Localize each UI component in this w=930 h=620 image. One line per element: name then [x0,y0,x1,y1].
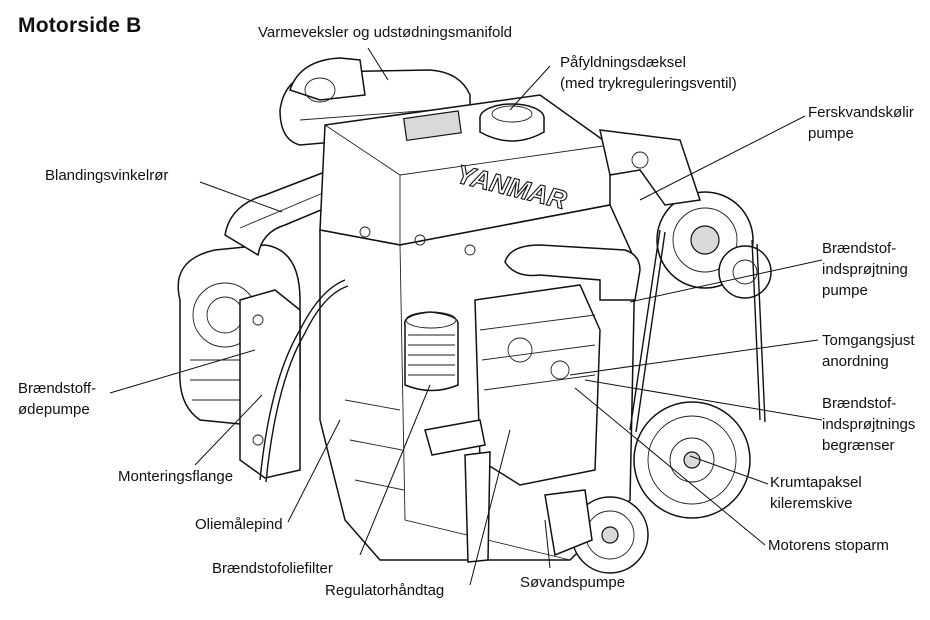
label-line: ødepumpe [18,401,90,418]
label-monteringsflange: Monteringsflange [118,468,234,485]
label-foedepumpe: Brændstoff- ødepumpe [18,378,96,420]
diagram-title: Motorside B [18,14,142,37]
label-pafyldning: Påfyldningsdæksel (med trykreguleringsve… [560,52,737,94]
label-begraenser: Brændstof- indsprøjtnings begrænser [822,393,915,456]
label-line: Brændstof- [822,240,897,257]
label-line: (med trykreguleringsventil) [560,75,737,92]
water-pump-pulley [656,191,772,299]
label-line: kileremskive [770,495,853,512]
label-line: begrænser [822,437,895,454]
label-oliemaalepind: Oliemålepind [195,516,283,533]
label-varmeveksler: Varmeveksler og udstødningsmanifold [258,24,513,41]
label-stoparm: Motorens stoparm [768,537,889,554]
label-line: pumpe [822,282,868,299]
label-line: Krumtapaksel [770,474,862,491]
label-line: Tomgangsjust [822,332,915,349]
fuel-pipe [504,244,641,301]
injection-pump [474,284,601,486]
label-line: indsprøjtning [822,261,908,278]
label-blandingsvinkelror: Blandingsvinkelrør [45,167,169,184]
label-tomgang: Tomgangsjust anordning [822,330,915,372]
crankshaft-pulley [633,401,751,519]
oil-filter [403,311,459,392]
mounting-flange [239,289,301,479]
label-line: indsprøjtnings [822,416,916,433]
label-line: anordning [822,353,889,370]
label-line: Brændstoff- [18,380,97,397]
timing-cover [599,129,701,206]
label-soevandspumpe: Søvandspumpe [520,574,626,591]
label-krumtap: Krumtapaksel kileremskive [770,472,862,514]
label-braendstof-pumpe: Brændstof- indsprøjtning pumpe [822,238,908,301]
label-regulator: Regulatorhåndtag [325,582,445,599]
dipstick [259,279,349,483]
label-oliefilter: Brændstofoliefilter [212,560,333,577]
filler-cap [479,103,545,142]
label-ferskvand: Ferskvandskølir pumpe [808,102,914,144]
label-line: pumpe [808,125,854,142]
seawater-pump [544,489,649,574]
label-line: Ferskvandskølir [808,104,914,121]
regulator-handle [424,419,491,563]
leader-lines [109,47,823,586]
label-line: Påfyldningsdæksel [560,54,686,71]
label-line: Brændstof- [822,395,897,412]
